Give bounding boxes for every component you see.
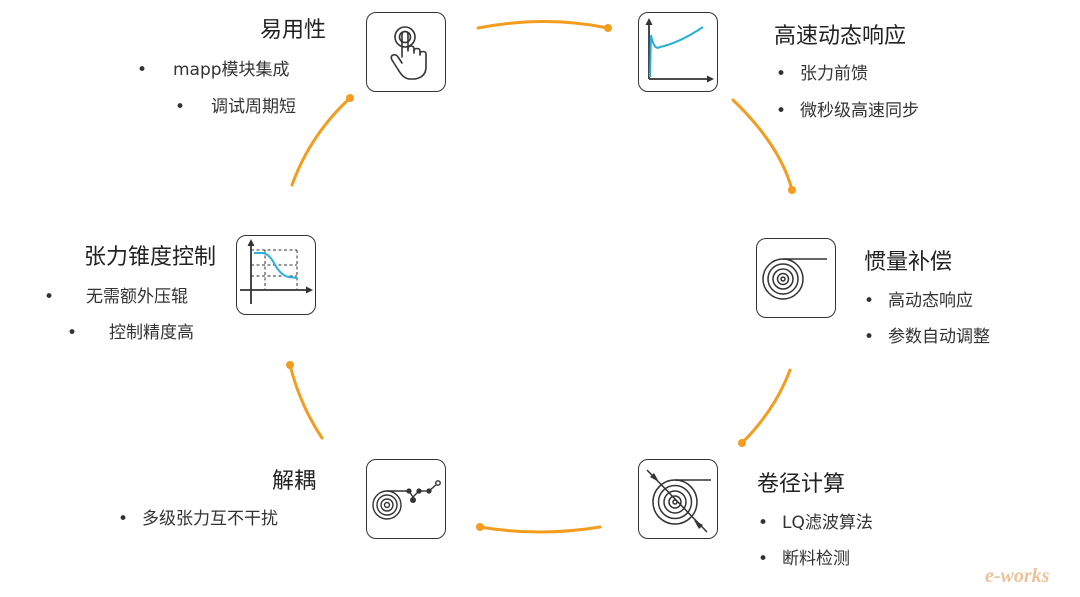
decouple-icon-box bbox=[366, 459, 446, 539]
arc-decouple-to-taper bbox=[288, 363, 324, 440]
arc-dot bbox=[476, 523, 484, 531]
diameter-bullet-text-1: LQ滤波算法 bbox=[782, 513, 873, 533]
ease-icon-box bbox=[366, 12, 446, 92]
ease-bullet-2: • 调试周期短 bbox=[175, 92, 296, 117]
taper-bullet-text-1: 无需额外压辊 bbox=[86, 287, 188, 307]
decouple-title: 解耦 bbox=[271, 469, 316, 494]
roll-diameter-icon bbox=[646, 469, 711, 533]
inertia-title: 惯量补偿 bbox=[864, 250, 953, 275]
dynamic-bullet-text-2: 微秒级高速同步 bbox=[800, 101, 919, 121]
dynamic-bullet-1: • 张力前馈 bbox=[776, 59, 868, 84]
bullet-dot: • bbox=[175, 97, 186, 117]
eworks-logo: e-works bbox=[985, 560, 1075, 590]
bullet-dot: • bbox=[776, 64, 787, 84]
taper-bullet-text-2: 控制精度高 bbox=[109, 323, 194, 343]
multi-roll-icon bbox=[372, 480, 441, 520]
dynamic-title: 高速动态响应 bbox=[774, 24, 907, 49]
bullet-dot: • bbox=[864, 291, 875, 311]
decouple-bullet-text-1: 多级张力互不干扰 bbox=[142, 509, 278, 529]
arc-dot bbox=[346, 94, 354, 102]
taper-title: 张力锥度控制 bbox=[83, 245, 216, 270]
bullet-dot: • bbox=[758, 549, 769, 569]
diameter-bullet-text-2: 断料检测 bbox=[782, 549, 850, 569]
taper-bullet-1: • 无需额外压辊 bbox=[44, 282, 188, 307]
arc-diameter-to-decouple bbox=[478, 525, 602, 534]
inertia-bullet-text-2: 参数自动调整 bbox=[888, 327, 990, 347]
taper-curve-icon bbox=[240, 239, 313, 304]
inertia-bullet-text-1: 高动态响应 bbox=[888, 291, 973, 311]
logo-text: e-works bbox=[985, 565, 1050, 587]
arc-taper-to-ease bbox=[290, 96, 352, 187]
inertia-bullet-1: • 高动态响应 bbox=[864, 286, 973, 311]
ease-bullet-1: • mapp模块集成 bbox=[137, 55, 290, 80]
arc-ease-to-dynamic bbox=[476, 20, 610, 30]
diameter-bullet-1: • LQ滤波算法 bbox=[758, 508, 873, 533]
bullet-dot: • bbox=[118, 509, 129, 529]
dynamic-icon-box bbox=[638, 12, 718, 92]
touch-icon bbox=[390, 26, 427, 80]
inertia-icon-box bbox=[756, 238, 836, 318]
arc-dynamic-to-inertia bbox=[731, 98, 794, 192]
diameter-title: 卷径计算 bbox=[757, 472, 846, 497]
ease-title: 易用性 bbox=[259, 18, 326, 43]
arc-dot bbox=[604, 24, 612, 32]
arc-inertia-to-diameter bbox=[740, 368, 792, 445]
arc-dot bbox=[788, 186, 796, 194]
ease-bullet-text-1: mapp模块集成 bbox=[173, 60, 290, 80]
inertia-bullet-2: • 参数自动调整 bbox=[864, 322, 990, 347]
bullet-dot: • bbox=[758, 513, 769, 533]
dynamic-bullet-text-1: 张力前馈 bbox=[800, 64, 868, 84]
bullet-dot: • bbox=[44, 287, 55, 307]
decouple-bullet-1: • 多级张力互不干扰 bbox=[118, 504, 278, 529]
bullet-dot: • bbox=[67, 323, 78, 343]
arc-dot bbox=[738, 439, 746, 447]
taper-icon-box bbox=[236, 235, 316, 315]
ease-bullet-text-2: 调试周期短 bbox=[211, 97, 296, 117]
response-curve-icon bbox=[645, 18, 714, 83]
roll-icon bbox=[762, 258, 827, 300]
bullet-dot: • bbox=[864, 327, 875, 347]
dynamic-bullet-2: • 微秒级高速同步 bbox=[776, 96, 919, 121]
arc-dot bbox=[286, 361, 294, 369]
diameter-icon-box bbox=[638, 459, 718, 539]
bullet-dot: • bbox=[776, 101, 787, 121]
bullet-dot: • bbox=[137, 60, 148, 80]
taper-bullet-2: • 控制精度高 bbox=[67, 318, 194, 343]
diameter-bullet-2: • 断料检测 bbox=[758, 544, 850, 569]
